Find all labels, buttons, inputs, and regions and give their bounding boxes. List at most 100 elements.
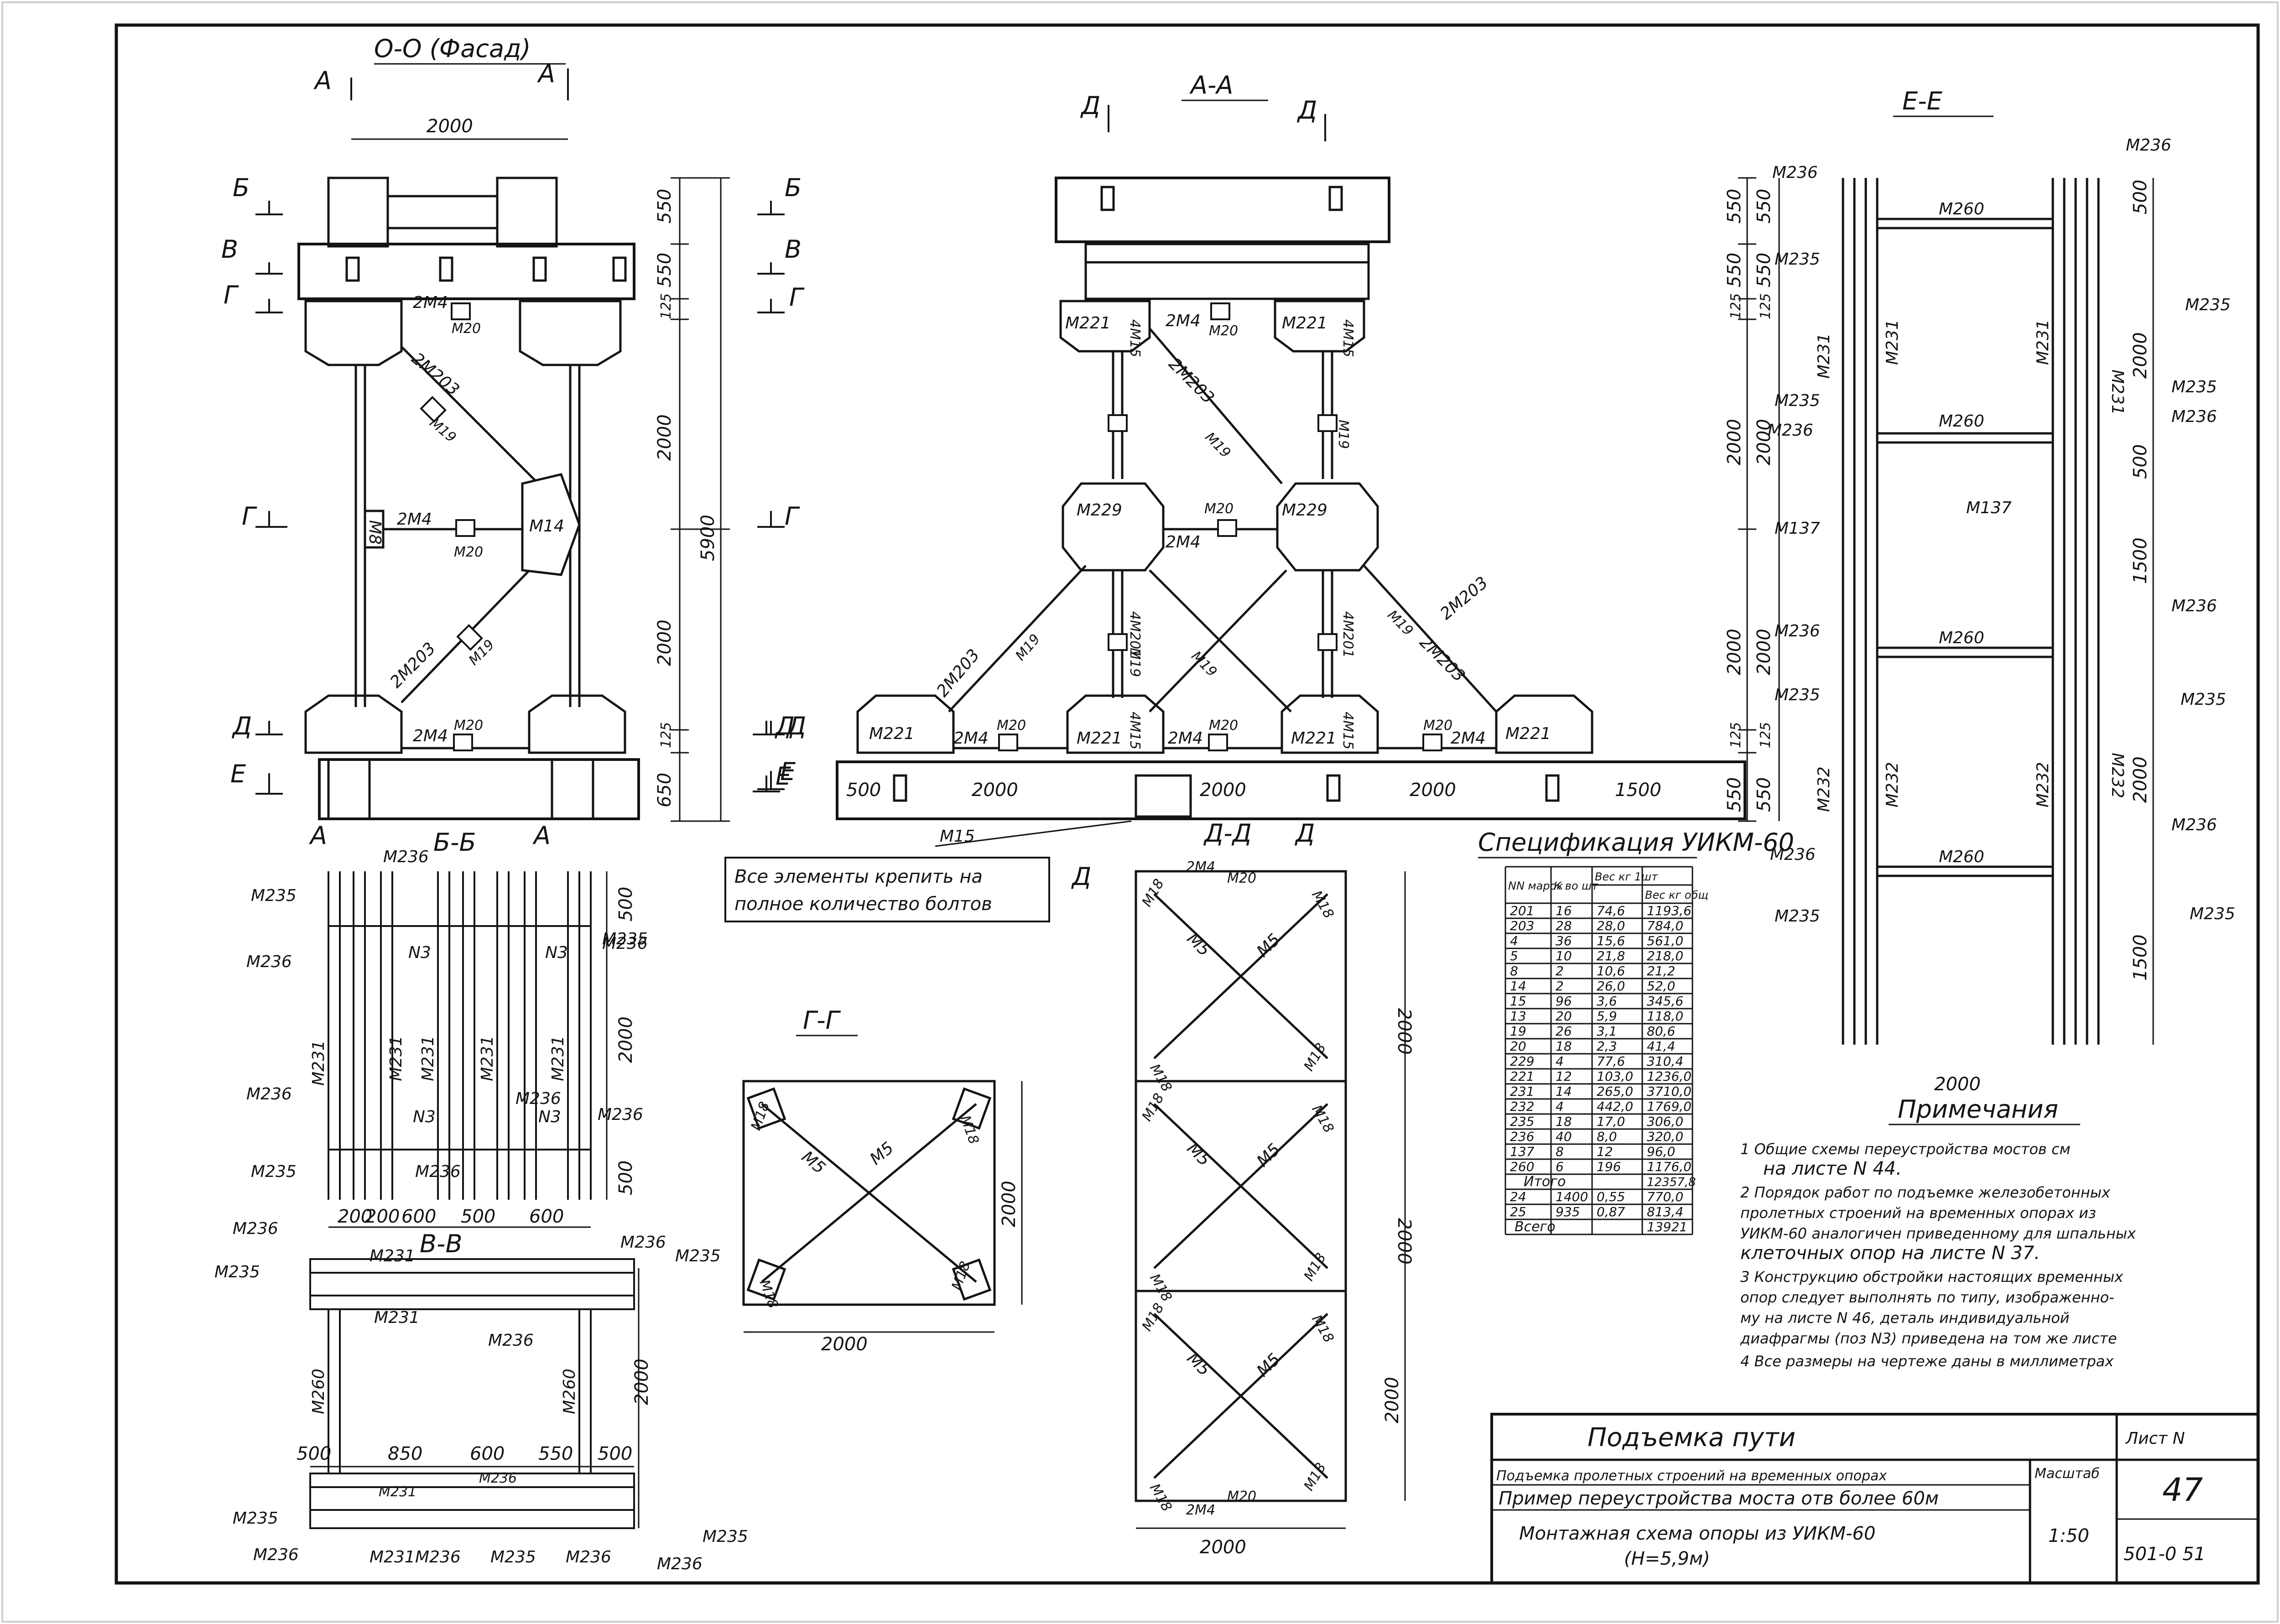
- v-v-mark: М236: [620, 1233, 666, 1252]
- e-e-dim: 2000: [1754, 629, 1775, 675]
- spec-cell: 24: [1510, 1189, 1526, 1204]
- v-v-mark: М235: [214, 1263, 260, 1281]
- d-d-mark: 2М4: [1186, 859, 1215, 875]
- b-b-dim: 200: [365, 1206, 400, 1227]
- notes-line: 4 Все размеры на чертеже даны в миллимет…: [1740, 1353, 2114, 1370]
- o-o-dim-1: 550: [654, 189, 675, 224]
- a-a-mark: 2М203: [1416, 633, 1469, 686]
- e-e-mark: М137: [1966, 499, 2012, 517]
- e-e-mark: М231: [1883, 319, 1902, 365]
- v-v-mark: М236: [233, 1219, 278, 1238]
- notes-line: 3 Конструкцию обстройки настоящих времен…: [1740, 1268, 2124, 1286]
- e-e-dim-bottom: 2000: [1934, 1074, 1981, 1095]
- e-e-mark: М260: [1939, 629, 1984, 647]
- o-o-cut-g-mid-right: Г: [785, 502, 800, 531]
- e-e-mark: М137: [1775, 519, 1820, 538]
- spec-cell: 137: [1510, 1144, 1535, 1159]
- b-b-mark: М231: [549, 1036, 567, 1081]
- spec-cell: 18: [1556, 1114, 1572, 1129]
- a-a-dim: 550: [1724, 253, 1745, 287]
- notes-line: УИКМ-60 аналогичен приведенному для шпал…: [1740, 1225, 2136, 1242]
- spec-cell: 10: [1556, 948, 1572, 963]
- a-a-bottom-dim: 2000: [972, 780, 1018, 801]
- o-o-dim-6: 125: [658, 722, 674, 748]
- spec-cell: 2,3: [1597, 1039, 1617, 1054]
- spec-total-label: Всего: [1515, 1219, 1556, 1235]
- e-e-dim: 2000: [2130, 332, 2151, 379]
- a-a-mark: М20: [1209, 718, 1238, 734]
- spec-cell: 13: [1510, 1009, 1526, 1024]
- d-d-mark: М18: [1308, 888, 1337, 921]
- spec-cell: 8,0: [1597, 1129, 1617, 1144]
- e-e-mark: М235: [2190, 905, 2235, 923]
- o-o-cut-d-left: Д: [232, 712, 252, 740]
- a-a-mark: 4М201: [1127, 611, 1143, 658]
- a-a-mark: М20: [1423, 718, 1452, 734]
- v-v-mark: М235: [233, 1509, 278, 1528]
- spec-cell: 935: [1556, 1204, 1580, 1219]
- e-e-dim: 500: [2130, 444, 2151, 479]
- b-b-mark: М231: [387, 1036, 406, 1081]
- spec-cell: 17,0: [1597, 1114, 1625, 1129]
- e-e-mark: М235: [2181, 690, 2226, 709]
- e-e-dim: 550: [1754, 777, 1775, 812]
- spec-itogo-label: Итого: [1524, 1174, 1566, 1190]
- a-a-mark-m15: М15: [940, 827, 975, 846]
- spec-cell: 442,0: [1597, 1099, 1633, 1114]
- e-e-dim: 550: [1754, 253, 1775, 287]
- spec-cell: 96: [1556, 994, 1572, 1009]
- e-e-mark: М231: [2034, 319, 2052, 365]
- v-v-dim-right: 2000: [631, 1359, 652, 1405]
- e-e-mark: М236: [1775, 622, 1820, 640]
- view-v-v: В-В 2000 500 850 600 550 500 М236 М231 М…: [214, 1219, 748, 1573]
- o-o-mark: 2М4: [413, 293, 448, 312]
- spec-cell: 203: [1510, 918, 1534, 933]
- spec-cell: 12: [1597, 1144, 1613, 1159]
- v-v-mark: М236: [415, 1548, 461, 1567]
- o-o-dim-5: 2000: [654, 619, 675, 666]
- v-v-dim: 600: [470, 1443, 505, 1464]
- a-a-dim: 2000: [1724, 629, 1745, 675]
- v-v-mark: М236: [253, 1546, 299, 1564]
- a-a-mark: 2М203: [1437, 573, 1491, 624]
- spec-cell: 4: [1510, 933, 1518, 948]
- notes: Примечания 1 Общие схемы переустройства …: [1740, 1095, 2136, 1370]
- spec-cell: 3710,0: [1647, 1084, 1692, 1099]
- d-d-mark: М18: [1139, 876, 1167, 910]
- g-g-dim-bottom: 2000: [821, 1334, 868, 1355]
- v-v-dim: 850: [388, 1443, 422, 1464]
- spec-cell: 21,8: [1597, 948, 1625, 963]
- d-d-mark: М5: [1253, 1350, 1284, 1380]
- a-a-mark: 2М4: [1166, 533, 1201, 552]
- e-e-mark: М231: [2108, 370, 2127, 415]
- spec-cell: 26,0: [1597, 979, 1625, 994]
- cut-a-left: А: [313, 66, 332, 95]
- o-o-dim-total: 5900: [698, 515, 718, 561]
- o-o-mark: М20: [452, 321, 481, 337]
- v-v-mark: М231: [379, 1484, 416, 1500]
- spec-total-value: 13921: [1647, 1219, 1687, 1234]
- a-a-cut-e-mark: Е: [776, 762, 791, 791]
- spec-cell: 36: [1556, 933, 1572, 948]
- spec-cell: 14: [1510, 979, 1526, 994]
- b-b-mark: N3: [538, 1108, 561, 1126]
- view-a-a: А-А Д Д: [753, 71, 1756, 847]
- title-block: Подъемка пути Подъемка пролетных строени…: [1490, 1413, 2259, 1584]
- title-block-line3: Монтажная схема опоры из УИКМ-60: [1519, 1523, 1875, 1544]
- spec-header: Вес кг 1шт: [1595, 870, 1658, 883]
- spec-cell: 25: [1510, 1204, 1526, 1219]
- spec-cell: 10,6: [1597, 963, 1625, 979]
- spec-cell: 561,0: [1647, 933, 1683, 948]
- spec-cell: 1400: [1556, 1189, 1588, 1204]
- o-o-cut-v-right: В: [785, 235, 802, 264]
- a-a-mark: 2М4: [1168, 729, 1203, 748]
- spec-cell: 5: [1510, 948, 1518, 963]
- b-b-cut-a-right: А: [532, 821, 551, 850]
- spec-cell: 80,6: [1647, 1024, 1675, 1039]
- a-a-bottom-dim: 2000: [1410, 780, 1456, 801]
- notes-line: на листе N 44.: [1763, 1158, 1902, 1179]
- spec-cell: 21,2: [1647, 963, 1675, 979]
- note-box: Все элементы крепить на полное количеств…: [724, 857, 1050, 922]
- b-b-mark: М236: [246, 1085, 292, 1103]
